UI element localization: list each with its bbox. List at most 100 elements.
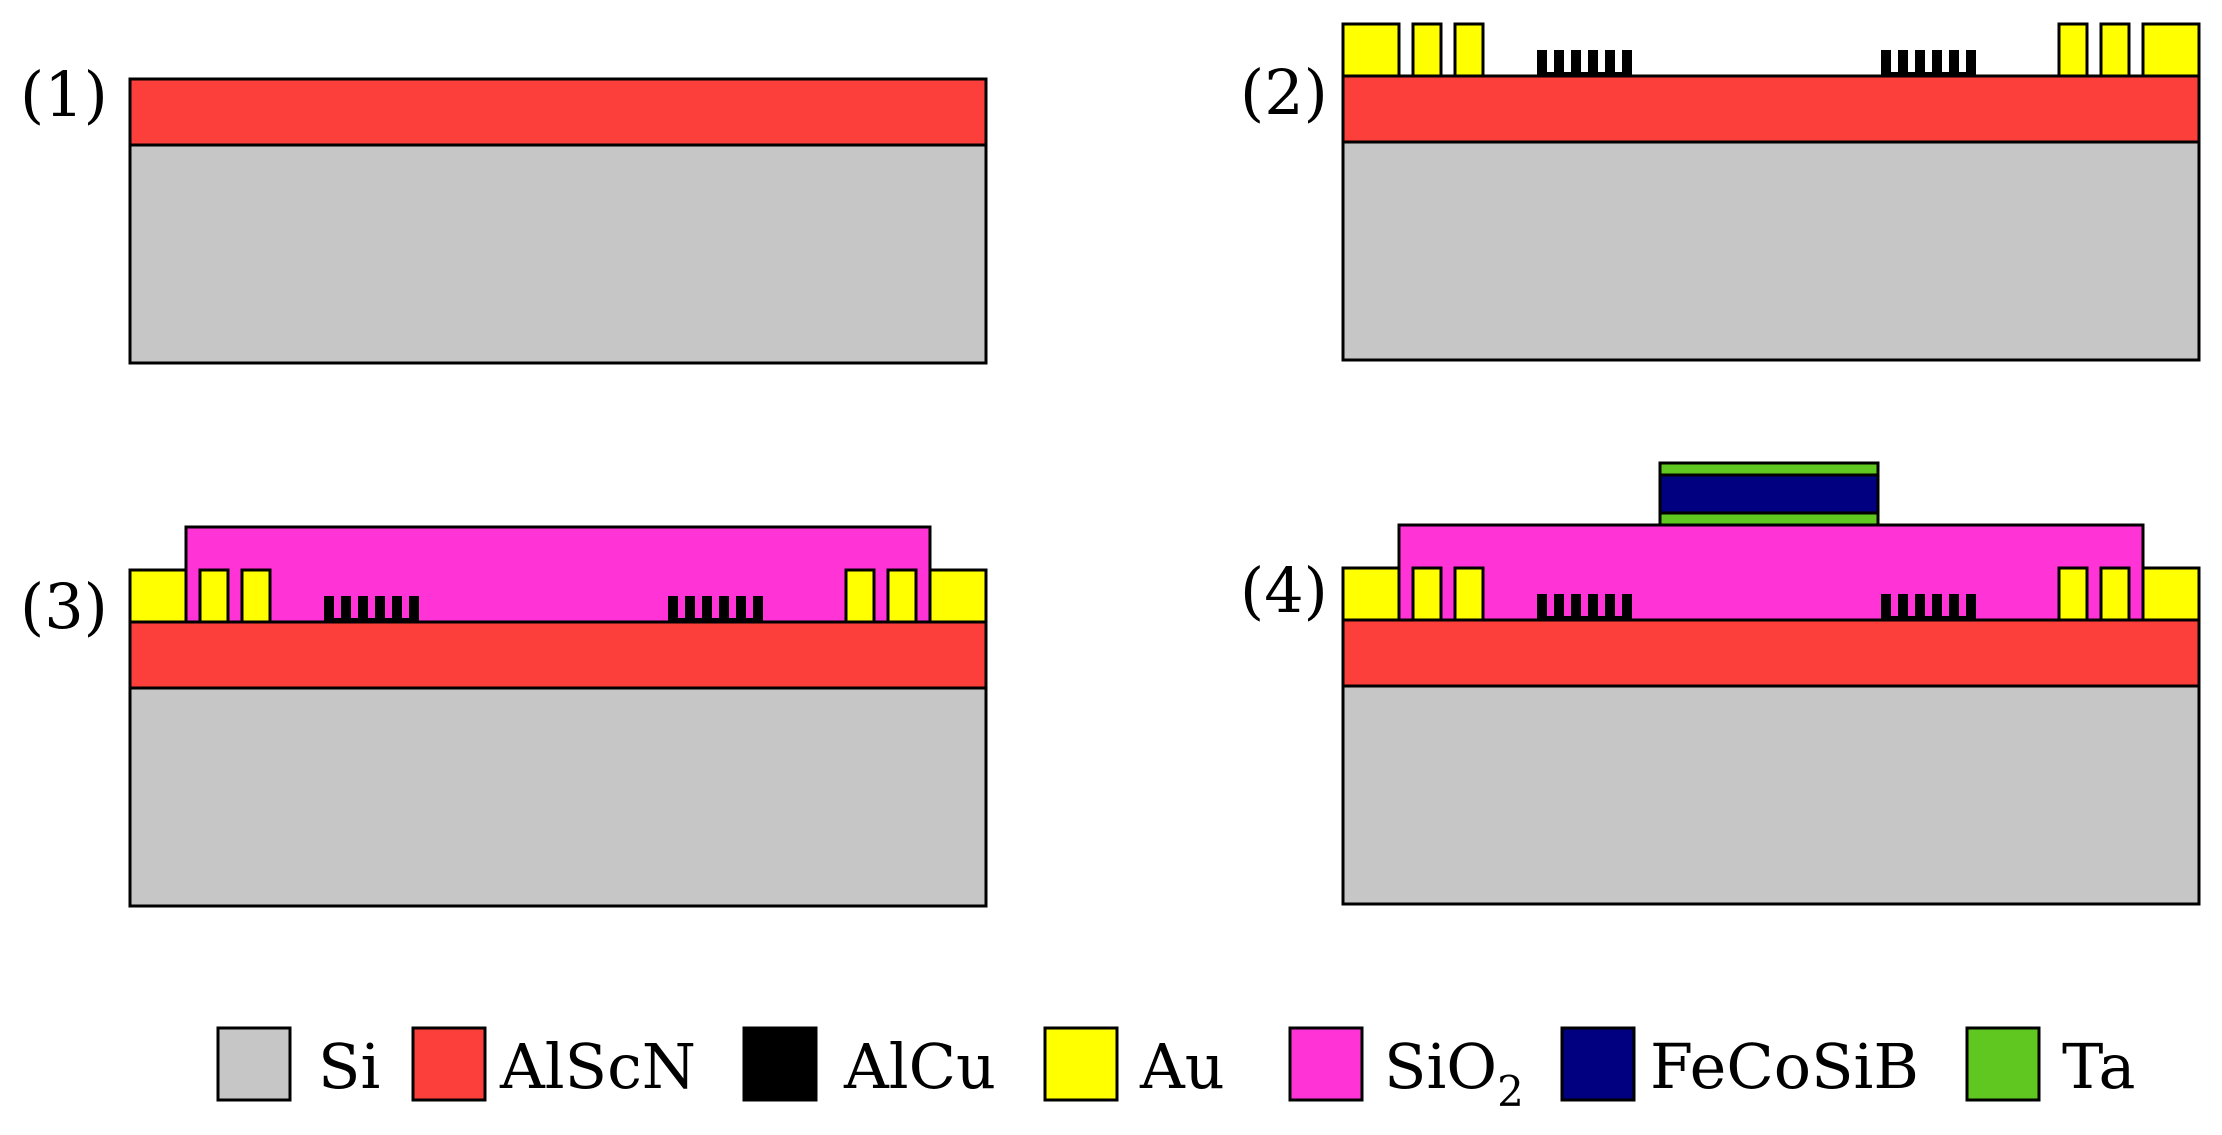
legend-swatch-alcu	[742, 1026, 818, 1102]
legend-label-ta: Ta	[2062, 1030, 2136, 1103]
alcu-idt-finger	[1537, 50, 1547, 76]
legend-label-sio2: SiO2	[1384, 1030, 1524, 1116]
au-contact-pad	[198, 568, 230, 624]
alcu-idt-finger	[1622, 50, 1632, 76]
au-contact-pad	[1341, 22, 1401, 78]
au-contact-pad	[128, 568, 188, 624]
legend-swatch-alscn	[411, 1026, 487, 1102]
sio2-passivation	[184, 525, 932, 624]
alcu-idt-finger	[1881, 50, 1891, 76]
alcu-idt-finger	[375, 596, 385, 622]
step-3-cross-section	[128, 525, 988, 908]
alcu-idt-finger	[1949, 594, 1959, 620]
alcu-idt-finger	[1554, 50, 1564, 76]
au-contact-pad	[928, 568, 988, 624]
alcu-idt-finger	[1949, 50, 1959, 76]
alcu-idt-finger	[1898, 594, 1908, 620]
legend-item-fecosib: FeCoSiB	[1560, 1026, 1919, 1103]
legend-swatch-sio2	[1288, 1026, 1364, 1102]
step-2-label: (2)	[1240, 56, 1328, 129]
au-contact-pad	[2057, 566, 2089, 622]
legend-label-si: Si	[318, 1030, 380, 1103]
au-contact-pad	[1453, 566, 1485, 622]
au-contact-pad	[1411, 566, 1443, 622]
alcu-idt-finger	[1966, 594, 1976, 620]
legend-item-au: Au	[1043, 1026, 1225, 1103]
alcu-idt-finger	[1898, 50, 1908, 76]
alscn-layer	[1341, 618, 2201, 688]
alcu-idt-finger	[1622, 594, 1632, 620]
ta-bottom-layer	[1658, 511, 1880, 527]
alcu-idt-finger	[1537, 594, 1547, 620]
legend-item-alcu: AlCu	[742, 1026, 996, 1103]
legend-item-ta: Ta	[1965, 1026, 2136, 1103]
au-contact-pad	[2057, 22, 2089, 78]
alscn-layer	[128, 77, 988, 147]
alcu-idt-busbar	[1537, 616, 1632, 620]
alcu-idt-busbar	[1881, 616, 1976, 620]
step-3-label: (3)	[20, 570, 108, 643]
alcu-idt-finger	[719, 596, 729, 622]
step-1-label: (1)	[20, 58, 108, 131]
legend-label-sio2-main: SiO	[1384, 1030, 1497, 1103]
au-contact-pad	[2099, 566, 2131, 622]
legend-label-alcu: AlCu	[843, 1030, 996, 1103]
alcu-idt-finger	[1605, 50, 1615, 76]
alcu-idt-busbar	[1537, 72, 1632, 76]
legend-swatch-au	[1043, 1026, 1119, 1102]
alcu-idt-finger	[1915, 594, 1925, 620]
alcu-idt-finger	[685, 596, 695, 622]
alcu-idt-finger	[668, 596, 678, 622]
legend-item-si: Si	[216, 1026, 380, 1103]
alcu-idt-finger	[341, 596, 351, 622]
au-contact-pad	[1453, 22, 1485, 78]
alcu-idt-busbar	[668, 618, 763, 622]
legend-label-sio2-sub: 2	[1497, 1067, 1524, 1116]
alscn-layer	[128, 620, 988, 690]
step-2-cross-section	[1341, 22, 2201, 362]
legend-swatch-si	[216, 1026, 292, 1102]
alcu-idt-finger	[1588, 50, 1598, 76]
sio2-passivation	[1397, 523, 2145, 622]
alcu-idt-finger	[358, 596, 368, 622]
legend-label-alscn: AlScN	[499, 1030, 696, 1103]
material-legend: Si AlScN AlCu Au SiO2 FeCoSiB	[216, 1026, 2136, 1116]
au-contact-pad	[2099, 22, 2131, 78]
alcu-idt-finger	[1554, 594, 1564, 620]
legend-label-fecosib: FeCoSiB	[1650, 1030, 1919, 1103]
si-substrate	[1341, 140, 2201, 362]
au-contact-pad	[844, 568, 876, 624]
alscn-layer	[1341, 74, 2201, 144]
si-substrate	[128, 686, 988, 908]
au-contact-pad	[2141, 22, 2201, 78]
fecosib-layer	[1658, 473, 1880, 515]
alcu-idt-finger	[1571, 594, 1581, 620]
alcu-idt-finger	[409, 596, 419, 622]
alcu-idt-finger	[324, 596, 334, 622]
alcu-idt-finger	[753, 596, 763, 622]
legend-item-alscn: AlScN	[411, 1026, 696, 1103]
alcu-idt-finger	[1915, 50, 1925, 76]
si-substrate	[1341, 684, 2201, 906]
step-4-cross-section	[1341, 461, 2201, 906]
legend-item-sio2: SiO2	[1288, 1026, 1524, 1116]
alcu-idt-finger	[1605, 594, 1615, 620]
step-1-cross-section	[128, 77, 988, 365]
alcu-idt-finger	[1966, 50, 1976, 76]
alcu-idt-finger	[1881, 594, 1891, 620]
step-4-label: (4)	[1240, 554, 1328, 627]
alcu-idt-finger	[1588, 594, 1598, 620]
alcu-idt-finger	[392, 596, 402, 622]
legend-swatch-fecosib	[1560, 1026, 1636, 1102]
alcu-idt-busbar	[324, 618, 419, 622]
alcu-idt-finger	[702, 596, 712, 622]
alcu-idt-finger	[1932, 50, 1942, 76]
au-contact-pad	[1341, 566, 1401, 622]
alcu-idt-finger	[1932, 594, 1942, 620]
legend-swatch-ta	[1965, 1026, 2041, 1102]
au-contact-pad	[1411, 22, 1443, 78]
ta-top-layer	[1658, 461, 1880, 477]
alcu-idt-finger	[736, 596, 746, 622]
